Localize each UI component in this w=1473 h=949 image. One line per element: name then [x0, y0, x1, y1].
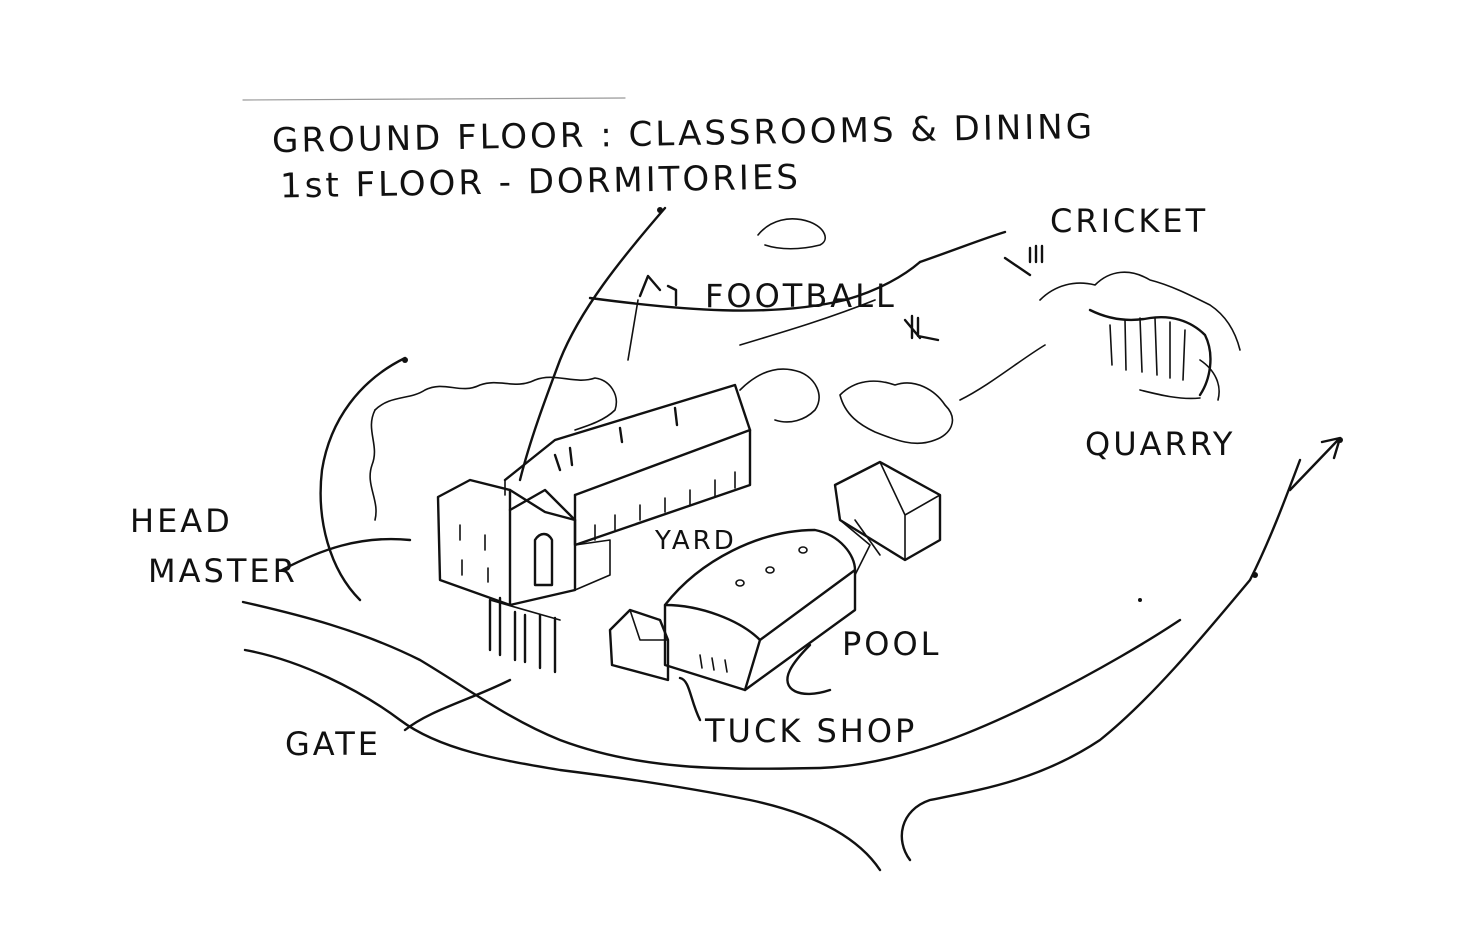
football-post-line	[627, 299, 639, 361]
pool-roof	[663, 528, 857, 642]
road-curve-left	[319, 356, 407, 602]
headmaster-leader	[280, 537, 412, 572]
quarry-path	[959, 344, 1046, 401]
trees-cluster-left	[374, 376, 617, 431]
tuck-shop-leader	[678, 676, 702, 722]
football-goal-post-icon	[666, 284, 678, 307]
ink-dot	[1252, 572, 1258, 578]
roof-chimneys	[553, 406, 679, 472]
headmaster-doorway	[533, 532, 554, 587]
field-line-upper	[918, 230, 1007, 264]
trees-cluster-center	[739, 368, 820, 423]
ink-dot	[402, 357, 408, 363]
field-line-lower	[739, 299, 876, 346]
label-pool: POOL	[842, 625, 942, 663]
label-quarry: QUARRY	[1085, 425, 1236, 463]
tuck-shop-roof	[629, 609, 669, 641]
gate-rail	[489, 599, 561, 621]
gate-posts	[488, 596, 557, 674]
quarry-trees	[1039, 271, 1241, 351]
pool-corner	[743, 638, 762, 692]
ink-dot	[657, 207, 663, 213]
trees-edge-left	[369, 409, 377, 521]
football-goal-icon	[638, 274, 662, 298]
label-head-master-line2: MASTER	[148, 552, 298, 590]
ink-dot	[1337, 437, 1343, 443]
yard-wall	[574, 539, 611, 591]
road-curve-bottom	[241, 600, 1182, 770]
roof-ridge-line	[504, 439, 556, 496]
cricket-stumps-icon	[1003, 244, 1044, 277]
pool-windows	[699, 654, 728, 673]
outbuilding-roof	[879, 461, 941, 561]
label-head-master-line1: HEAD	[130, 502, 233, 540]
road-curve-right	[900, 458, 1302, 862]
main-building-windows	[594, 471, 736, 541]
pool-skylight	[735, 579, 745, 587]
label-cricket: CRICKET	[1050, 202, 1209, 240]
top-rule-line	[242, 97, 626, 101]
road-lower-edge	[243, 648, 882, 872]
main-building-roof	[503, 383, 752, 497]
pool-skylight	[765, 566, 775, 574]
label-tuck-shop: TUCK SHOP	[705, 712, 918, 750]
pool-walls	[663, 568, 857, 692]
field-stumps-icon	[903, 314, 940, 342]
label-football: FOOTBALL	[705, 277, 897, 315]
quarry-hatching	[1109, 317, 1186, 381]
label-gate: GATE	[285, 725, 381, 763]
football-field-boundary	[588, 260, 922, 312]
quarry-floor	[1139, 389, 1201, 400]
trees-cluster-top	[757, 218, 826, 250]
notes-line-first-floor: 1st FLOOR - DORMITORIES	[279, 157, 802, 207]
pool-skylight	[798, 546, 808, 554]
ink-dot	[1138, 598, 1142, 602]
notes-leader-line	[518, 206, 667, 482]
headmaster-windows	[459, 524, 489, 583]
quarry-edge-right	[1199, 359, 1220, 401]
headmaster-gable	[508, 488, 577, 522]
label-yard: YARD	[655, 526, 737, 556]
tuck-shop-building	[608, 608, 670, 682]
trees-cluster-right	[839, 380, 954, 445]
pool-leader	[786, 643, 832, 696]
covered-walkway	[839, 519, 881, 576]
quarry-rim	[1088, 308, 1212, 397]
gate-leader	[403, 678, 512, 732]
